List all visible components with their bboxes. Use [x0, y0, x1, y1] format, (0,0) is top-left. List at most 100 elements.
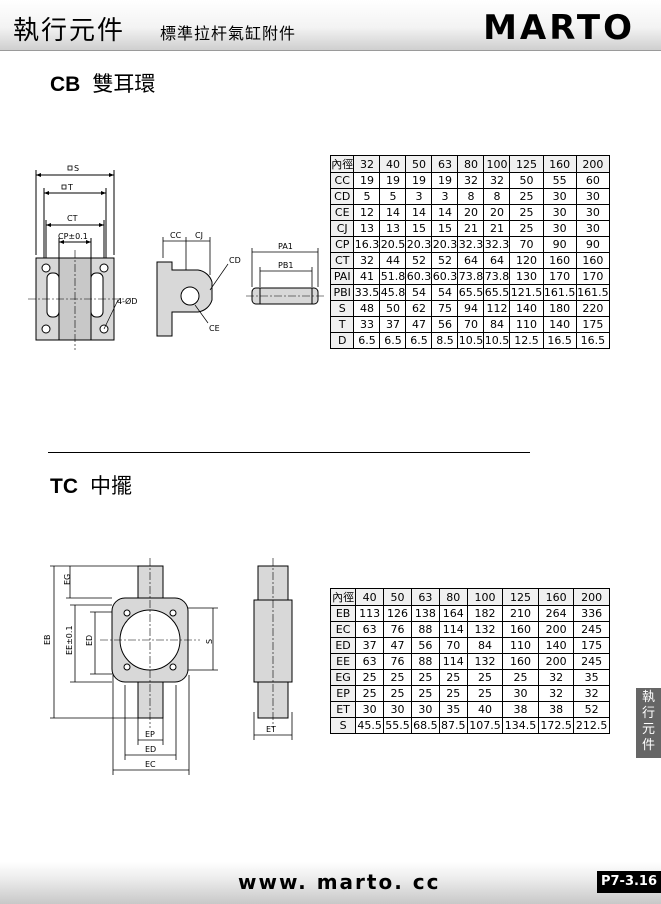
cb-s-label: S [74, 164, 79, 173]
cb-cell: 30 [575, 204, 611, 221]
tc-cell: 84 [466, 637, 504, 654]
cb-cell: 73.8 [457, 268, 485, 285]
cb-cell: 62 [405, 300, 433, 317]
cb-cell: 8 [483, 188, 511, 205]
cb-cell: 25 [509, 188, 544, 205]
tc-row-label: ET [329, 701, 357, 718]
cb-cell: 41 [353, 268, 381, 285]
tc-cell: 25 [355, 685, 385, 702]
cb-cell: 161.5 [542, 284, 577, 301]
tc-table-header-cell: 40 [355, 588, 385, 606]
cb-cell: 8.5 [431, 332, 459, 349]
cb-table-header-cell: 50 [405, 155, 433, 173]
brand-logo-text: MARTO [483, 8, 635, 48]
cb-cd-label: CD [229, 256, 241, 265]
page-footer [0, 862, 661, 904]
cb-row-label: PBI [329, 284, 355, 301]
tc-ep-label: EP [145, 730, 155, 739]
tc-table-header-cell: 200 [573, 588, 610, 606]
tc-row-label: EB [329, 605, 357, 622]
cb-cell: 32.3 [483, 236, 511, 253]
cb-cell: 52 [405, 252, 433, 269]
cb-ct-label: CT [67, 214, 78, 223]
cb-cell: 15 [431, 220, 459, 237]
cb-cell: 32 [353, 252, 381, 269]
cb-cell: 19 [379, 172, 407, 189]
cb-cell: 3 [431, 188, 459, 205]
cb-cell: 54 [405, 284, 433, 301]
cb-cell: 60 [575, 172, 611, 189]
side-tab-char: 執 [641, 690, 655, 705]
cb-cell: 20 [483, 204, 511, 221]
tc-row-label: S [329, 717, 357, 734]
cb-cell: 130 [509, 268, 544, 285]
footer-url: www. marto. cc [238, 870, 441, 894]
tc-row-label: EE [329, 653, 357, 670]
cb-cell: 20.5 [379, 236, 407, 253]
tc-cell: 25 [502, 669, 539, 686]
cb-pb1-label: PB1 [278, 261, 293, 270]
cb-table-header-cell: 80 [457, 155, 485, 173]
tc-code: TC [50, 475, 78, 498]
tc-cell: 200 [537, 653, 575, 670]
cb-cell: 14 [379, 204, 407, 221]
tc-eg-label: EG [63, 574, 72, 585]
cb-table-header-cell: 100 [483, 155, 511, 173]
cb-cell: 10.5 [483, 332, 511, 349]
tc-cell: 114 [438, 653, 468, 670]
cb-name: 雙耳環 [92, 72, 156, 96]
tc-row-label: EG [329, 669, 357, 686]
tc-cell: 110 [502, 637, 539, 654]
tc-name: 中擺 [90, 474, 132, 498]
cb-cell: 120 [509, 252, 544, 269]
cb-cell: 47 [405, 316, 433, 333]
tc-cell: 32 [573, 685, 610, 702]
cb-cell: 32.3 [457, 236, 485, 253]
tc-cell: 25 [438, 685, 468, 702]
page-header: 執行元件 標準拉杆氣缸附件 MARTO [0, 0, 661, 51]
cb-cell: 6.5 [379, 332, 407, 349]
side-tab-char: 元 [641, 722, 655, 737]
cb-table-header-cell: 32 [353, 155, 381, 173]
tc-row-label: EC [329, 621, 357, 638]
cb-cell: 33 [353, 316, 381, 333]
tc-cell: 30 [383, 701, 412, 718]
cb-cell: 20 [457, 204, 485, 221]
tc-cell: 32 [537, 669, 575, 686]
cb-row-label: S [329, 300, 355, 317]
tc-cell: 160 [502, 653, 539, 670]
tc-cell: 63 [355, 653, 385, 670]
cb-cell: 14 [405, 204, 433, 221]
tc-eb-label: EB [43, 634, 52, 645]
cb-cell: 21 [483, 220, 511, 237]
tc-cell: 30 [502, 685, 539, 702]
cb-cell: 220 [575, 300, 611, 317]
tc-cell: 47 [383, 637, 412, 654]
cb-cell: 30 [575, 188, 611, 205]
cb-row-label: CJ [329, 220, 355, 237]
tc-cell: 25 [410, 669, 440, 686]
cb-row-label: T [329, 316, 355, 333]
cb-cell: 45.8 [379, 284, 407, 301]
tc-cell: 35 [438, 701, 468, 718]
cb-cell: 73.8 [483, 268, 511, 285]
section-divider [48, 452, 530, 453]
cb-cell: 51.8 [379, 268, 407, 285]
tc-cell: 25 [466, 685, 504, 702]
tc-s-label: S [205, 639, 214, 644]
cb-cell: 30 [542, 204, 577, 221]
cb-cell: 15 [405, 220, 433, 237]
tc-cell: 25 [383, 685, 412, 702]
